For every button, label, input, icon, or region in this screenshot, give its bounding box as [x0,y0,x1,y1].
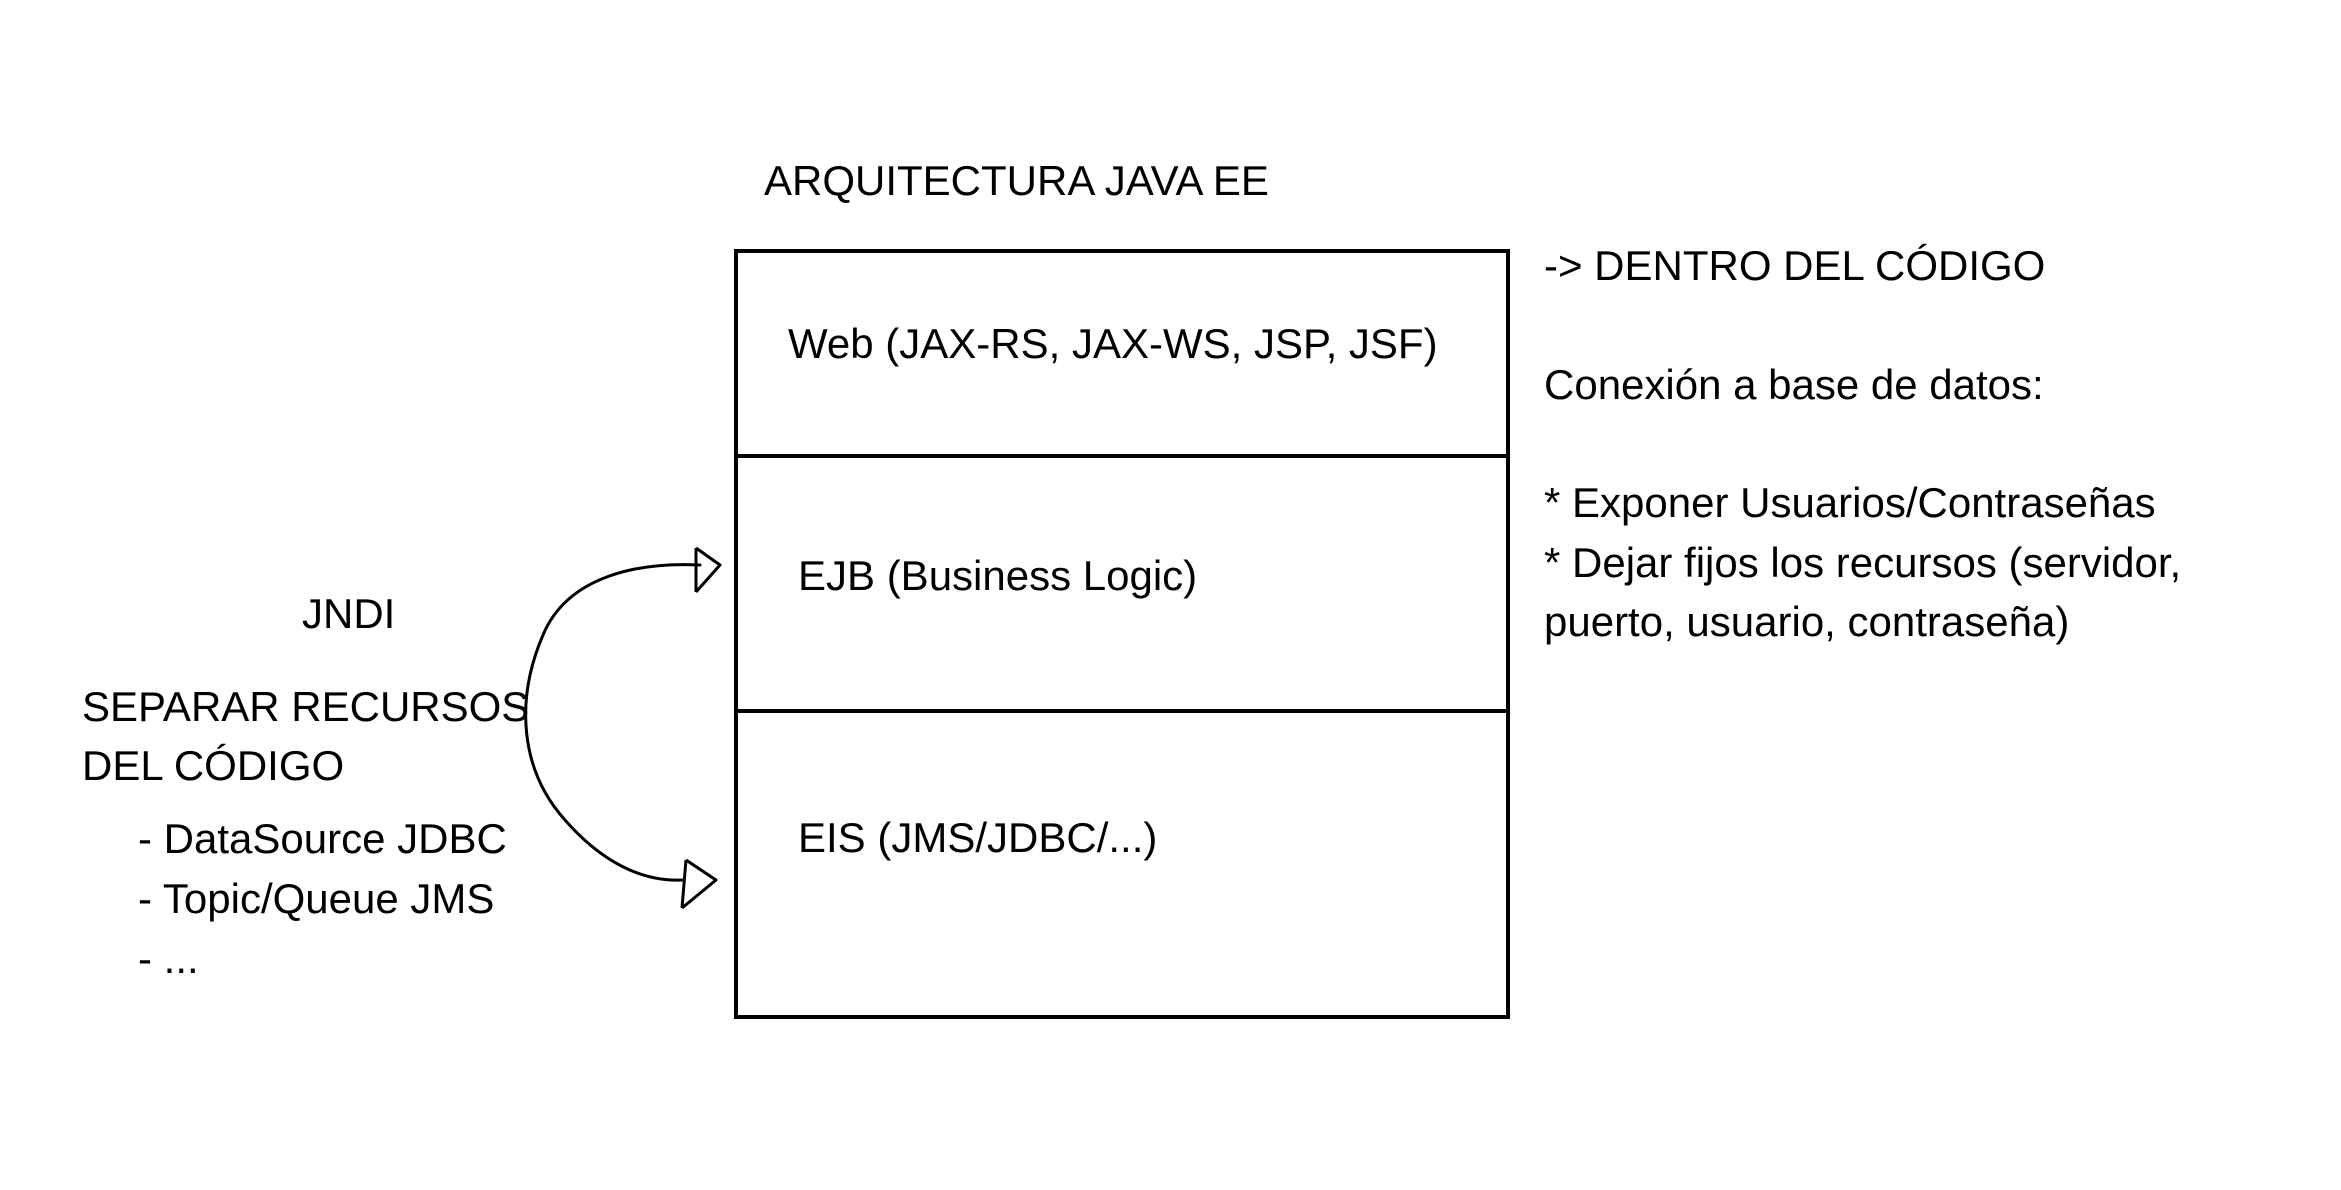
web-layer-box: Web (JAX-RS, JAX-WS, JSP, JSF) [734,249,1510,456]
bullet-dejar-fijos-line2: puerto, usuario, contraseña) [1544,598,2070,645]
resource-item-datasource: - DataSource JDBC [138,815,507,862]
arrow-head-to-ejb-icon [694,546,722,593]
resource-item-more: - ... [138,935,199,982]
bullet-exponer: * Exponer Usuarios/Contraseñas [1544,479,2156,526]
separar-recursos-line2: DEL CÓDIGO [82,742,345,789]
jndi-label: JNDI [302,590,396,637]
conexion-label: Conexión a base de datos: [1544,361,2044,408]
diagram-title: ARQUITECTURA JAVA EE [764,157,1269,204]
resource-item-topic-queue: - Topic/Queue JMS [138,875,495,922]
eis-layer-label: EIS (JMS/JDBC/...) [798,814,1158,861]
dentro-del-codigo-heading: -> DENTRO DEL CÓDIGO [1544,242,2046,289]
arrow-head-to-eis-icon [681,858,718,910]
eis-layer-box: EIS (JMS/JDBC/...) [734,711,1510,1019]
web-layer-label: Web (JAX-RS, JAX-WS, JSP, JSF) [788,320,1438,367]
jndi-curve-connector [524,563,702,882]
separar-recursos-line1: SEPARAR RECURSOS [82,683,530,730]
bullet-dejar-fijos-line1: * Dejar fijos los recursos (servidor, [1544,539,2182,586]
ejb-layer-box: EJB (Business Logic) [734,456,1510,711]
ejb-layer-label: EJB (Business Logic) [798,552,1198,599]
